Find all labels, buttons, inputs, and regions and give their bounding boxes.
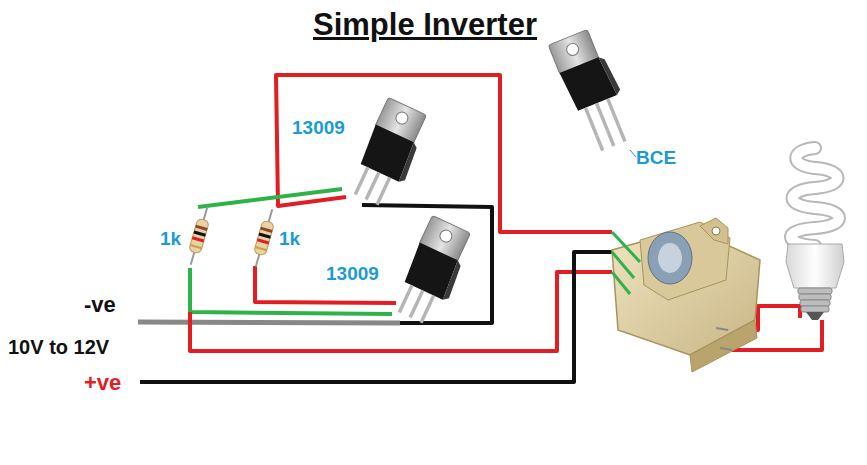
part-number: 13009 <box>292 118 345 139</box>
wires <box>138 75 822 382</box>
cfl-bulb <box>786 148 844 320</box>
negative-wire <box>138 322 400 323</box>
supply-terminal: -ve <box>84 293 116 317</box>
resistor-value: 1k <box>160 229 181 250</box>
resistor-symbol <box>250 208 278 269</box>
leader-line <box>630 150 636 157</box>
transistor-pinout-icon <box>548 26 639 154</box>
green-wire <box>198 189 342 207</box>
supply-terminal: +ve <box>84 371 121 395</box>
positive-wire <box>140 252 612 382</box>
pin-names: BCE <box>636 148 676 169</box>
transformer <box>612 218 760 372</box>
transistor <box>345 97 433 211</box>
supply-voltage: 10V to 12V <box>8 336 109 358</box>
part-number: 13009 <box>326 264 379 285</box>
resistor-value: 1k <box>279 229 300 250</box>
title: Simple Inverter <box>313 8 537 42</box>
resistor-symbol <box>185 206 213 267</box>
transistor <box>389 215 477 329</box>
red-wire <box>276 75 612 232</box>
